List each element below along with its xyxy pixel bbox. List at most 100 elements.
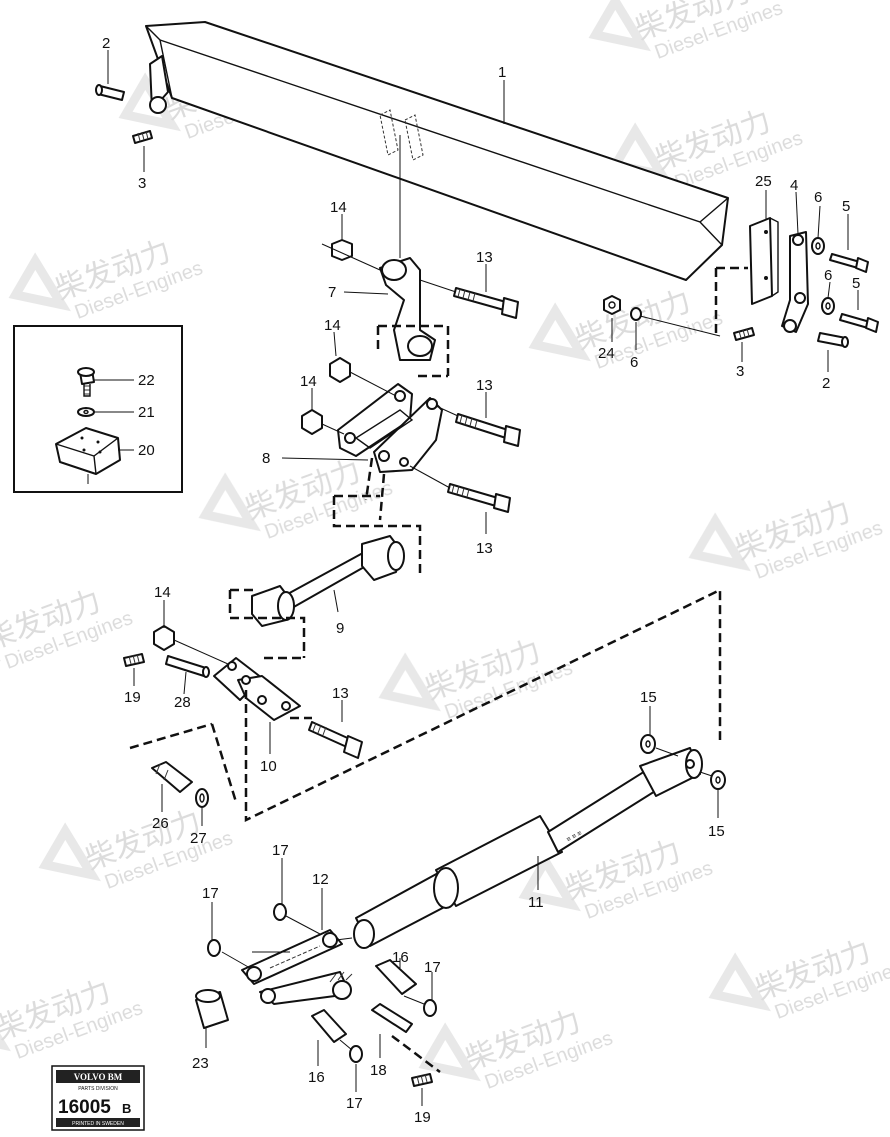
bracket-part-8 <box>337 383 443 473</box>
washer-part-17-a <box>207 939 221 957</box>
watermark: 柴发动力 Diesel-Engines <box>708 935 890 1024</box>
callout-13: 13 <box>332 685 349 702</box>
link-part-7 <box>379 257 436 361</box>
callout-17: 17 <box>346 1095 363 1112</box>
bolt-part-13-c <box>447 483 511 513</box>
watermark: 柴发动力 Diesel-Engines <box>0 585 136 674</box>
bolt-part-13-d <box>308 721 363 759</box>
spring-pin-part-3-right <box>733 327 755 341</box>
link-plate-part-12 <box>241 929 353 1005</box>
callout-12: 12 <box>312 871 329 888</box>
bracket-plate-part-25 <box>749 217 779 305</box>
callout-21: 21 <box>138 404 155 421</box>
pin-part-26 <box>151 761 193 793</box>
washer-part-6-upper <box>811 237 825 255</box>
callout-16: 16 <box>308 1069 325 1086</box>
callout-16: 16 <box>392 949 409 966</box>
washer-part-6-left <box>630 307 642 321</box>
washer-part-17-d <box>349 1045 363 1063</box>
circlip-part-27 <box>195 788 209 808</box>
leader-lines <box>107 50 859 1106</box>
pin-part-18 <box>371 1003 413 1033</box>
callout-5: 5 <box>852 275 860 292</box>
callout-2: 2 <box>822 375 830 392</box>
callout-26: 26 <box>152 815 169 832</box>
callout-20: 20 <box>138 442 155 459</box>
callout-labels: 1 2 3 25 4 6 5 6 5 24 6 3 2 14 13 7 14 1… <box>102 35 860 1126</box>
pin-part-28 <box>165 655 210 678</box>
nut-part-14-d <box>153 625 175 651</box>
callout-14: 14 <box>300 373 317 390</box>
pad-part-20 <box>55 427 121 484</box>
callout-6: 6 <box>824 267 832 284</box>
bracket-part-10 <box>213 657 301 721</box>
callout-6: 6 <box>814 189 822 206</box>
callout-19: 19 <box>414 1109 431 1126</box>
watermark: 柴发动力 Diesel-Engines <box>8 235 206 324</box>
callout-24: 24 <box>598 345 615 362</box>
washer-part-6-lower <box>821 297 835 315</box>
washer-part-17-c <box>423 999 437 1017</box>
callout-14: 14 <box>154 584 171 601</box>
callout-4: 4 <box>790 177 798 194</box>
callout-11: 11 <box>528 894 544 911</box>
callout-22: 22 <box>138 372 155 389</box>
callout-15: 15 <box>708 823 725 840</box>
stamp-brand: VOLVO BM <box>74 1072 123 1082</box>
watermark: 柴发动力 Diesel-Engines <box>0 975 146 1064</box>
callout-23: 23 <box>192 1055 209 1072</box>
nut-part-24 <box>603 295 621 315</box>
bushing-part-23 <box>195 989 229 1029</box>
callout-6: 6 <box>630 354 638 371</box>
callout-8: 8 <box>262 450 270 467</box>
callout-14: 14 <box>330 199 347 216</box>
callout-3: 3 <box>138 175 146 192</box>
callout-13: 13 <box>476 249 493 266</box>
watermark: 柴发动力 Diesel-Engines <box>418 1005 616 1094</box>
stamp-number: 16005 <box>58 1097 111 1118</box>
pin-part-16-upper <box>375 959 417 995</box>
beam-part-1 <box>145 21 729 281</box>
callout-17: 17 <box>424 959 441 976</box>
washer-part-21 <box>77 407 95 417</box>
callout-10: 10 <box>260 758 277 775</box>
screw-part-22 <box>77 367 95 397</box>
callout-9: 9 <box>336 620 344 637</box>
spring-pin-part-19-lower <box>411 1073 433 1087</box>
watermark: 柴发动力 Diesel-Engines <box>688 495 886 584</box>
cylinder-part-11: ≡ ≡ ≡ <box>353 747 703 949</box>
nut-part-14-c <box>301 409 323 435</box>
stamp-suffix: B <box>122 1101 131 1116</box>
callout-25: 25 <box>755 173 772 190</box>
bolt-part-13-b <box>455 413 521 447</box>
callout-2: 2 <box>102 35 110 52</box>
callout-17: 17 <box>202 885 219 902</box>
link-arm-part-4 <box>781 231 809 333</box>
callout-18: 18 <box>370 1062 387 1079</box>
callout-14: 14 <box>324 317 341 334</box>
washer-part-15-upper <box>640 734 656 754</box>
watermark: 柴发动力 Diesel-Engines <box>588 0 786 64</box>
detail-inset-box <box>13 325 183 493</box>
callout-28: 28 <box>174 694 191 711</box>
nut-part-14-b <box>329 357 351 383</box>
pin-part-16-lower <box>311 1009 347 1043</box>
bolt-part-13-a <box>453 287 519 319</box>
callout-19: 19 <box>124 689 141 706</box>
pin-part-2-right <box>817 332 849 348</box>
callout-13: 13 <box>476 377 493 394</box>
washer-part-15-lower <box>710 770 726 790</box>
pin-part-2-left <box>95 84 125 101</box>
callout-7: 7 <box>328 284 336 301</box>
callout-13: 13 <box>476 540 493 557</box>
bolt-part-5-lower <box>839 313 879 333</box>
callout-1: 1 <box>498 64 506 81</box>
washer-part-17-b <box>273 903 287 921</box>
callout-3: 3 <box>736 363 744 380</box>
callout-15: 15 <box>640 689 657 706</box>
watermark: 柴发动力 Diesel-Engines <box>528 285 726 374</box>
stamp-division: PARTS DIVISION <box>78 1086 118 1092</box>
callout-27: 27 <box>190 830 207 847</box>
callout-17: 17 <box>272 842 289 859</box>
